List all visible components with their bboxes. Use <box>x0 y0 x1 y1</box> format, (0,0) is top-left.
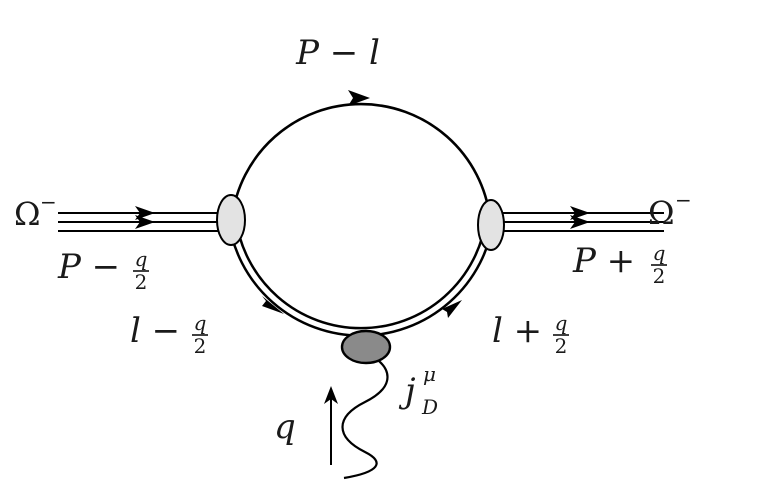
svg-text:P −: P − <box>57 247 120 287</box>
svg-text:l −: l − <box>130 311 180 351</box>
svg-text:2: 2 <box>194 334 207 358</box>
outgoing-momentum-label: P + q 2 <box>572 241 667 288</box>
svg-text:q: q <box>194 311 207 335</box>
photon-line <box>341 351 389 480</box>
svg-text:2: 2 <box>135 270 148 294</box>
svg-text:2: 2 <box>653 264 666 288</box>
upper-arrow-icon <box>348 90 370 106</box>
svg-text:P +: P + <box>572 241 635 281</box>
lower-propagator-inner <box>229 217 493 335</box>
incoming-arrow-icon <box>135 206 155 229</box>
current-label: j μ D <box>398 362 438 419</box>
lower-left-arrow-icon <box>262 296 284 314</box>
top-momentum-label: P − l <box>295 33 380 73</box>
svg-text:j: j <box>398 371 416 411</box>
svg-text:l +: l + <box>492 311 542 351</box>
lower-left-momentum-label: l − q 2 <box>130 311 208 358</box>
photon-momentum-label: q <box>274 407 296 447</box>
svg-text:q: q <box>653 241 666 265</box>
lower-right-arrow-icon <box>442 300 462 318</box>
lower-propagator-outer <box>227 217 495 337</box>
outgoing-particle-charge: − <box>675 188 692 212</box>
svg-text:D: D <box>421 395 438 419</box>
svg-text:q: q <box>135 247 148 271</box>
svg-text:2: 2 <box>555 334 568 358</box>
svg-text:μ: μ <box>423 362 436 386</box>
right-vertex <box>477 199 505 251</box>
outgoing-arrow-icon <box>570 206 590 229</box>
incoming-triple-line <box>58 212 220 232</box>
current-vertex <box>340 329 392 365</box>
svg-text:q: q <box>555 311 568 335</box>
left-vertex <box>216 194 246 246</box>
incoming-momentum-label: P − q 2 <box>57 247 149 294</box>
lower-right-momentum-label: l + q 2 <box>492 311 569 358</box>
outgoing-particle-label: Ω <box>648 194 675 232</box>
photon-momentum-arrow-icon <box>324 386 338 404</box>
incoming-particle-label: Ω <box>14 195 41 233</box>
incoming-particle-charge: − <box>40 190 57 214</box>
upper-propagator <box>230 102 492 219</box>
